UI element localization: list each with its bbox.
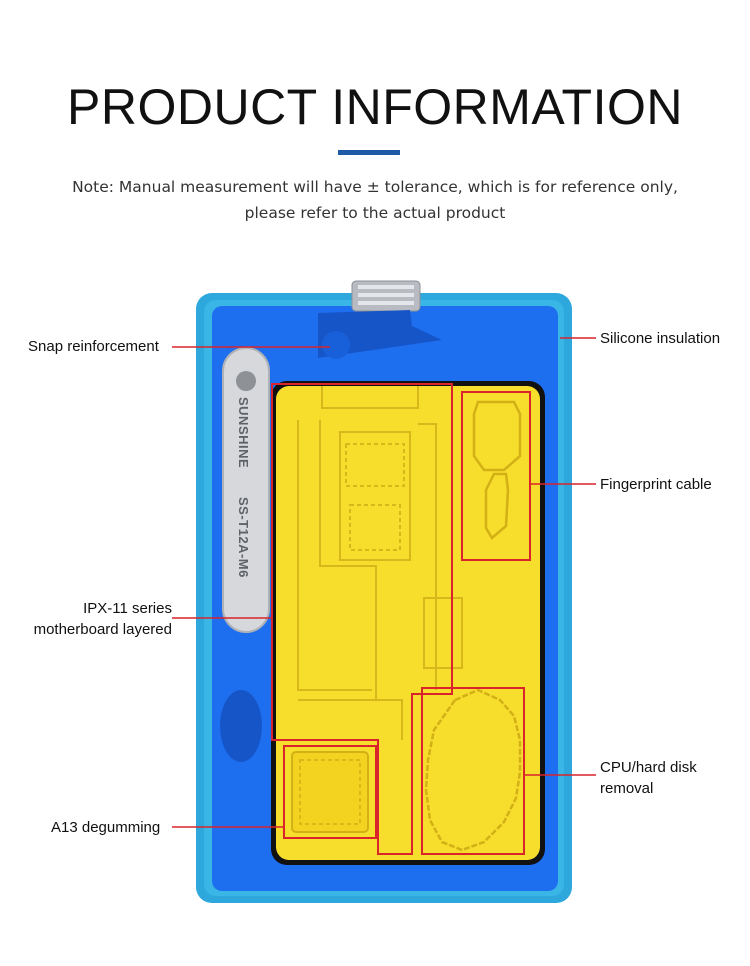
brand-logo-icon: [236, 371, 256, 391]
motherboard-highlight: [271, 383, 453, 855]
label-cpu-line2: removal: [600, 780, 654, 797]
page-title: PRODUCT INFORMATION: [67, 79, 683, 135]
cpu-cavity: [424, 688, 522, 852]
label-snap-reinforcement: Snap reinforcement: [28, 338, 159, 355]
model-name: SS-T12A-M6: [236, 497, 251, 578]
cpu-highlight: [421, 687, 525, 855]
label-cpu-removal: CPU/hard disk removal: [600, 757, 697, 799]
label-ipx-line2: motherboard layered: [33, 621, 172, 638]
label-fingerprint-cable: Fingerprint cable: [600, 476, 712, 493]
brand-name: SUNSHINE: [236, 397, 251, 468]
a13-highlight: [283, 745, 377, 839]
snap-clip-bottom: [220, 690, 262, 762]
fingerprint-cable-cutout: [472, 400, 522, 540]
label-ipx-line1: IPX-11 series: [83, 600, 172, 617]
note-line-1: Note: Manual measurement will have ± tol…: [72, 178, 678, 196]
label-cpu-line1: CPU/hard disk: [600, 759, 697, 776]
title-underline: [338, 150, 400, 155]
a13-cavity: [291, 751, 369, 833]
note-line-2: please refer to the actual product: [244, 204, 506, 222]
label-ipx-motherboard: IPX-11 series motherboard layered: [20, 598, 172, 640]
label-a13-degumming: A13 degumming: [51, 819, 161, 836]
fingerprint-highlight: [461, 391, 531, 561]
label-silicone-insulation: Silicone insulation: [600, 330, 721, 347]
brand-plate: [222, 347, 270, 633]
